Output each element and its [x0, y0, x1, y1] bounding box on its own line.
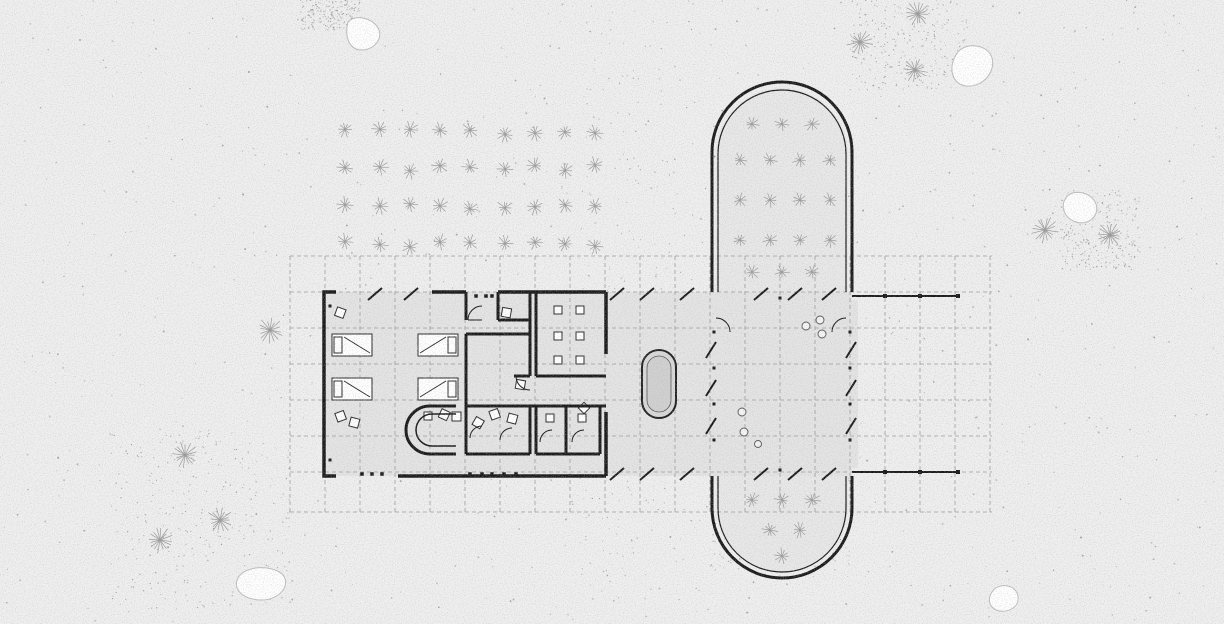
floor-plan-drawing	[0, 0, 1224, 624]
paper-grain	[0, 0, 1224, 624]
floor-plan-canvas	[0, 0, 1224, 624]
